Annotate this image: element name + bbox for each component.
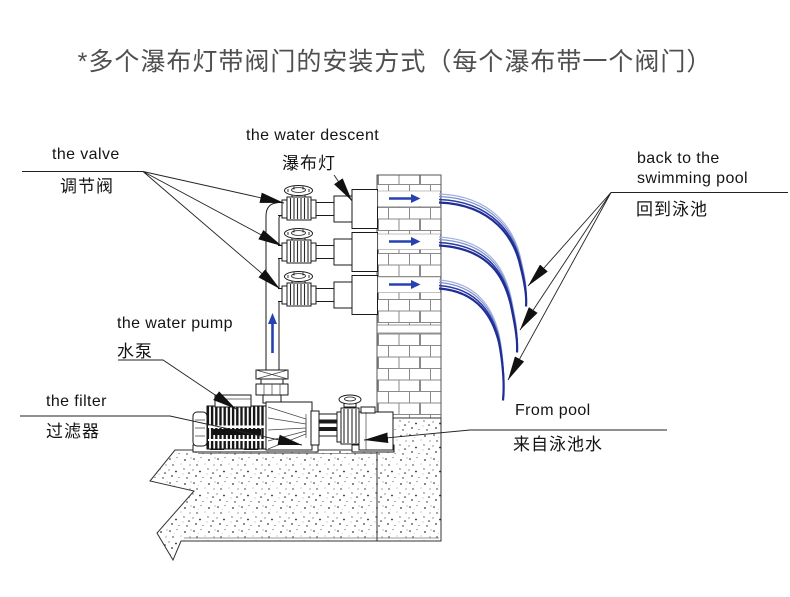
label-water-pump-zh: 水泵 xyxy=(117,342,153,361)
label-water-pump-en: the water pump xyxy=(117,315,233,332)
leader-back-2 xyxy=(519,192,612,331)
leader-valve-1 xyxy=(142,171,285,204)
label-back-to-pool-zh: 回到泳池 xyxy=(636,200,708,219)
stream-3 xyxy=(438,279,505,401)
vertical-pipe xyxy=(265,202,283,371)
label-filter-zh: 过滤器 xyxy=(46,422,100,441)
stream-1 xyxy=(438,193,528,307)
leader-lines xyxy=(20,171,788,446)
page-title: *多个瀑布灯带阀门的安装方式（每个瀑布带一个阀门） xyxy=(77,48,713,76)
label-back-to-pool-en1: back to the xyxy=(637,150,720,167)
leader-back-3 xyxy=(507,192,612,381)
waterfall-streams xyxy=(438,193,528,401)
motor-terminal-box xyxy=(214,394,252,408)
inlet-chamber xyxy=(358,406,394,451)
ground xyxy=(149,449,439,562)
pipe-flow-up-arrow xyxy=(268,313,277,353)
label-filter-en: the filter xyxy=(46,393,107,410)
pipe-union xyxy=(255,369,289,404)
leader-filter xyxy=(20,415,303,446)
strainer-valve xyxy=(310,394,362,446)
label-water-descent-en: the water descent xyxy=(246,127,380,144)
leader-valve-2 xyxy=(142,171,283,247)
leader-back-1 xyxy=(527,192,612,287)
leader-water-pump xyxy=(118,359,237,410)
leader-water-descent xyxy=(333,174,353,202)
motor-end-cap xyxy=(192,411,208,447)
label-water-descent-zh: 瀑布灯 xyxy=(282,154,336,173)
leader-from-pool xyxy=(363,429,471,443)
leader-valve-3 xyxy=(142,171,281,290)
label-back-to-pool-en2: swimming pool xyxy=(637,170,749,187)
label-valve-en: the valve xyxy=(52,146,120,163)
wall-seam xyxy=(377,325,441,333)
pump-assembly xyxy=(192,394,362,451)
stream-2 xyxy=(438,236,519,353)
label-valve-zh: 调节阀 xyxy=(60,177,114,196)
pump-casing xyxy=(265,401,313,451)
brick-wall xyxy=(376,174,442,419)
label-from-pool-en: From pool xyxy=(515,402,591,419)
label-from-pool-zh: 来自泳池水 xyxy=(513,435,603,454)
